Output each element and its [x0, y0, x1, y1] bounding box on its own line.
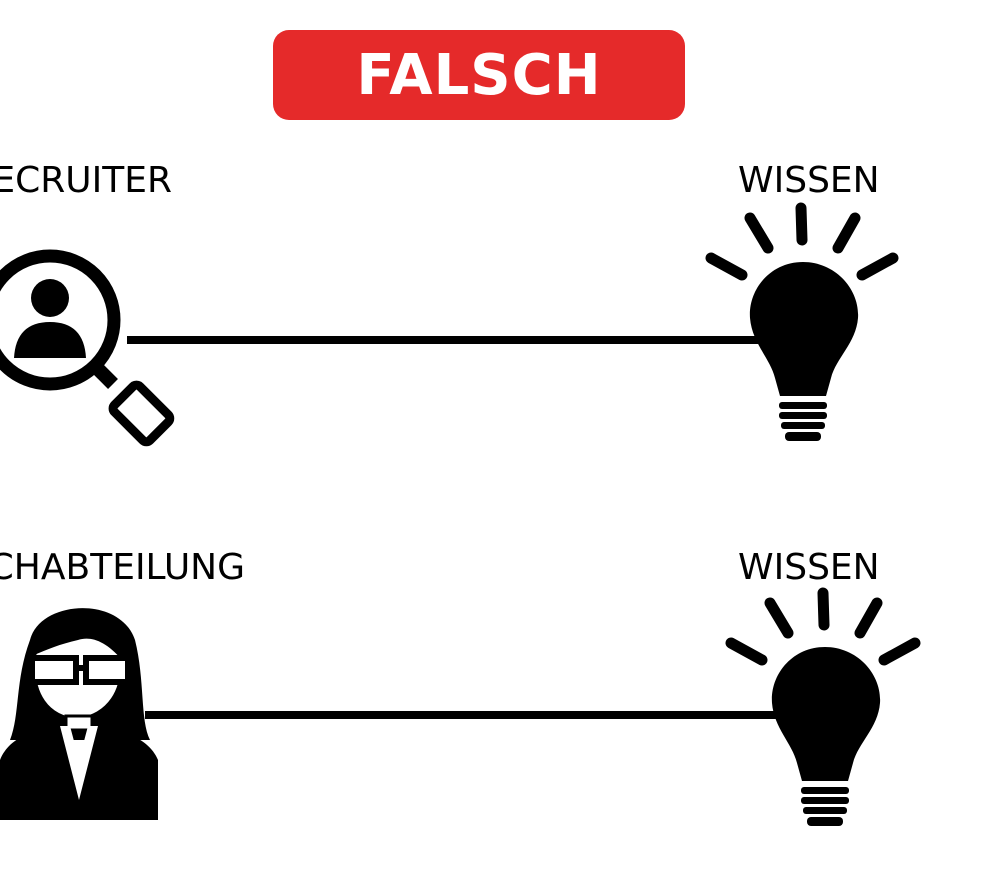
lightbulb-icon	[725, 587, 921, 826]
row2-left-label: CHABTEILUNG	[0, 547, 245, 588]
row1-connector-line	[127, 336, 770, 344]
recruiter-search-icon	[0, 249, 175, 447]
falsch-badge: FALSCH	[273, 30, 685, 120]
lightbulb-icon	[705, 202, 899, 441]
row2-connector-line	[145, 711, 790, 719]
businesswoman-icon	[0, 608, 158, 820]
row1-right-label: WISSEN	[738, 160, 880, 201]
row2-right-label: WISSEN	[738, 547, 880, 588]
row1-left-label: ECRUITER	[0, 160, 172, 201]
